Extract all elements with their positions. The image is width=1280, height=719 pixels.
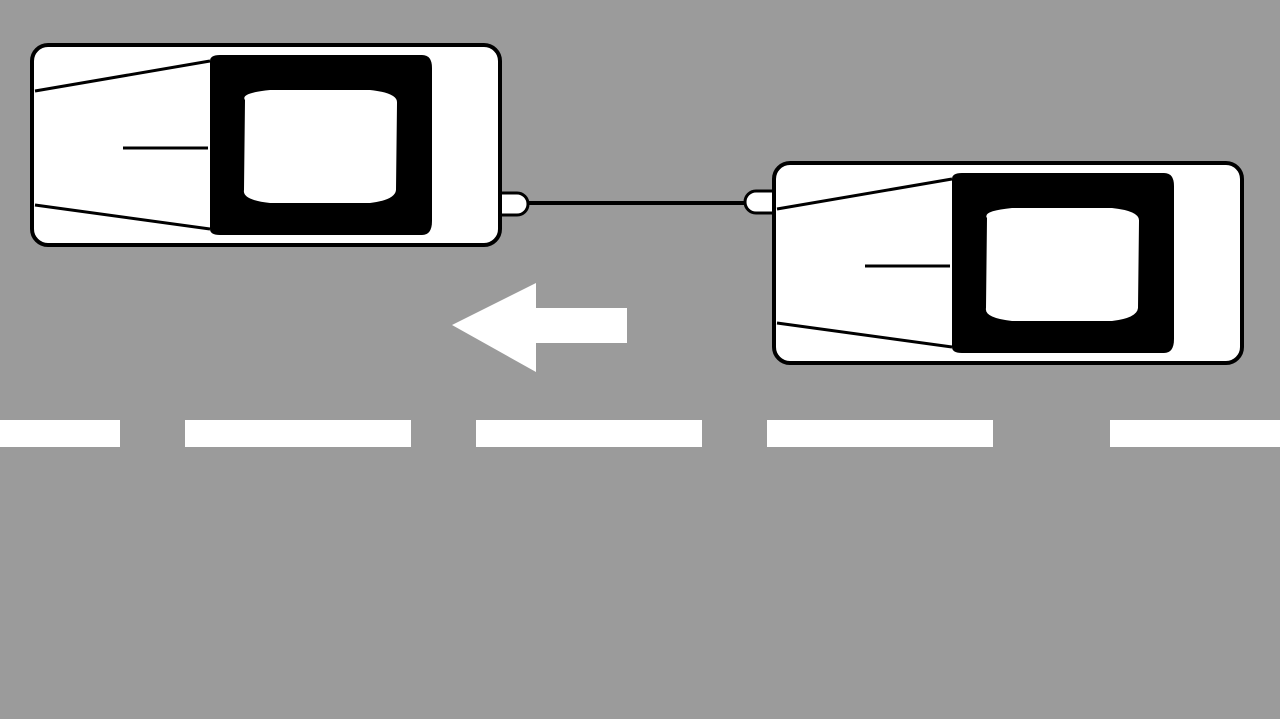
tow-hook xyxy=(498,191,530,217)
towing-car xyxy=(30,43,530,247)
direction-arrow-left-icon xyxy=(452,283,627,372)
lane-dash xyxy=(476,420,702,447)
car-sunroof xyxy=(243,90,398,203)
car-hood-line xyxy=(34,59,211,93)
lane-dash xyxy=(767,420,993,447)
car-hood-line xyxy=(776,177,953,211)
lane-dash xyxy=(0,420,120,447)
car-hood-line xyxy=(776,321,953,349)
lane-dash xyxy=(1110,420,1280,447)
car-hood-line xyxy=(34,203,211,231)
lane-divider xyxy=(0,420,1280,447)
car-sunroof xyxy=(985,208,1140,321)
lane-dash xyxy=(185,420,411,447)
tow-hook xyxy=(743,189,776,215)
towed-car xyxy=(743,161,1244,365)
